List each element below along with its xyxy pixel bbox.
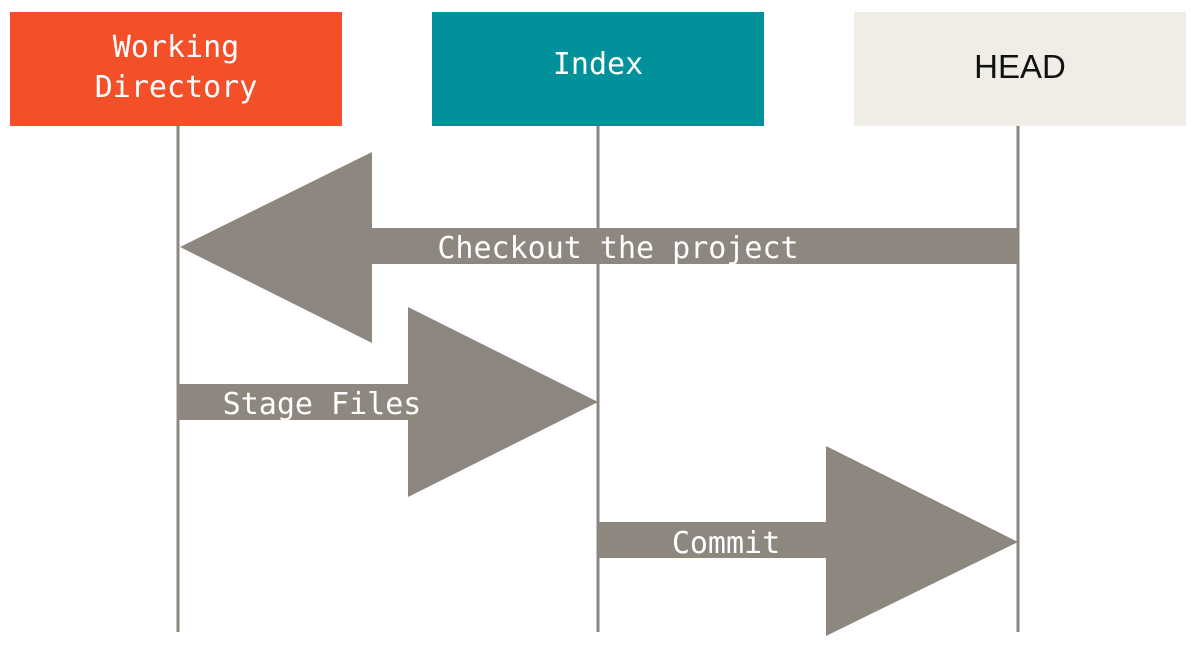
- stage-files-arrow: [178, 307, 598, 497]
- checkout-arrow-label: Checkout the project: [437, 231, 798, 266]
- working-directory-box: [10, 12, 342, 126]
- head-box: [854, 12, 1186, 126]
- commit-arrow-label: Commit: [672, 526, 780, 561]
- index-box: [432, 12, 764, 126]
- checkout-arrow: [180, 152, 1018, 343]
- commit-arrow: [598, 446, 1018, 636]
- head-label: HEAD: [974, 48, 1066, 85]
- working-directory-label-line2: Directory: [95, 70, 258, 105]
- stage-files-arrow-label: Stage Files: [223, 387, 422, 422]
- index-label: Index: [553, 47, 643, 82]
- working-directory-label-line1: Working: [113, 30, 239, 65]
